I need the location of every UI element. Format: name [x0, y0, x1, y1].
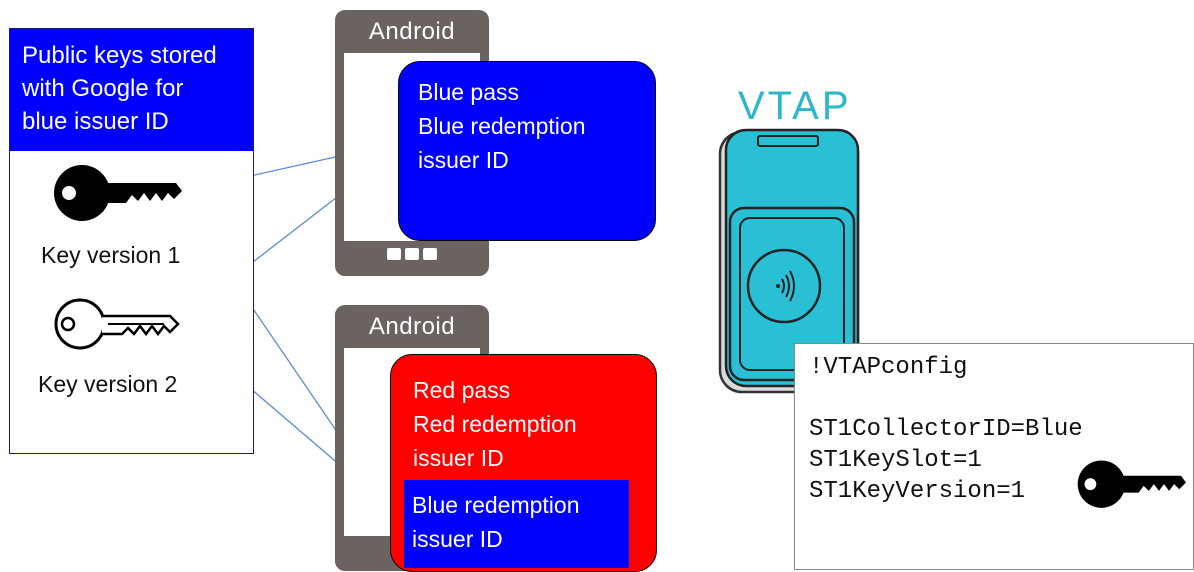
public-keys-header: Public keys stored with Google for blue …	[10, 29, 253, 151]
phone-buttons	[335, 247, 489, 265]
key-version-2-label: Key version 2	[38, 371, 178, 397]
blue-redemption-inset: Blue redemption issuer ID	[404, 480, 629, 568]
header-line-2: with Google for	[22, 75, 184, 102]
red-pass-line-1: Red pass	[413, 377, 511, 403]
key-filled-icon	[54, 165, 182, 221]
vtap-logo: VTAP	[738, 84, 852, 128]
vtap-reader-device	[718, 128, 860, 394]
public-keys-panel: Public keys stored with Google for blue …	[9, 28, 254, 454]
header-line-3: blue issuer ID	[22, 108, 169, 135]
blue-pass-card: Blue pass Blue redemption issuer ID	[398, 61, 656, 241]
blue-pass-line-1: Blue pass	[418, 79, 520, 105]
header-line-1: Public keys stored	[22, 42, 217, 69]
config-line-3: ST1CollectorID=Blue	[809, 416, 1083, 443]
key-version-1-label: Key version 1	[41, 242, 181, 268]
inset-line-1: Blue redemption	[412, 492, 580, 518]
blue-pass-line-3: issuer ID	[418, 147, 509, 173]
phone-title: Android	[368, 313, 456, 340]
inset-line-2: issuer ID	[412, 526, 503, 552]
blue-pass-line-2: Blue redemption	[418, 113, 586, 139]
config-line-2	[809, 383, 1193, 414]
config-line-5: ST1KeyVersion=1	[809, 478, 1026, 505]
config-key-icon	[1077, 460, 1186, 508]
phone-title: Android	[368, 18, 456, 45]
config-line-1: !VTAPconfig	[809, 354, 968, 381]
config-line-4: ST1KeySlot=1	[809, 447, 982, 474]
red-pass-line-3: issuer ID	[413, 445, 504, 471]
red-pass-line-2: Red redemption	[413, 411, 577, 437]
key-outline-icon	[54, 298, 180, 350]
